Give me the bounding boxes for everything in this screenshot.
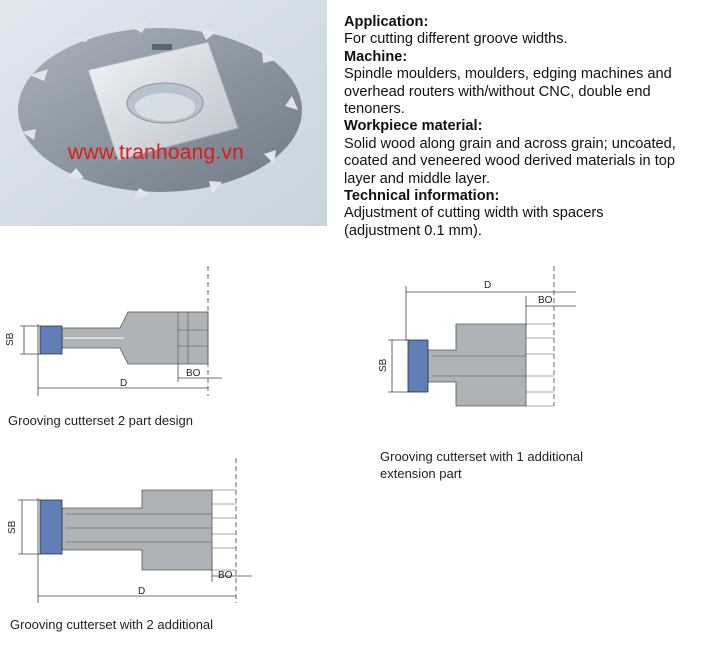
logo-mark: [152, 44, 172, 50]
label-d: D: [120, 378, 127, 389]
caption-one-extension-line2: extension part: [380, 466, 462, 481]
spec-application: Application: For cutting different groov…: [344, 14, 706, 49]
spec-text: Adjustment of cutting width with spacers…: [344, 205, 604, 239]
label-bo: BO: [186, 368, 201, 379]
caption-one-extension-line1: Grooving cutterset with 1 additional: [380, 449, 584, 464]
label-sb: SB: [7, 520, 18, 534]
cutterset-photo: [0, 0, 327, 226]
spec-heading: Application:: [344, 14, 429, 30]
caption-two-part: Grooving cutterset 2 part design: [8, 413, 193, 428]
spec-technical: Technical information: Adjustment of cut…: [344, 188, 706, 240]
label-d: D: [138, 586, 145, 597]
label-bo: BO: [218, 570, 233, 581]
specifications: Application: For cutting different groov…: [344, 14, 706, 240]
caption-two-extension: Grooving cutterset with 2 additional: [10, 617, 214, 632]
label-bo: BO: [538, 295, 553, 306]
spec-heading: Workpiece material:: [344, 118, 483, 135]
spec-machine: Machine: Spindle moulders, moulders, edg…: [344, 49, 706, 119]
diagram-two-extension: SB D BO: [0, 458, 270, 612]
spec-heading: Machine:: [344, 48, 408, 65]
blue-body: [39, 325, 63, 355]
label-d: D: [484, 280, 491, 291]
diagram-two-part: SB D BO: [0, 266, 240, 405]
blue-body: [407, 339, 429, 393]
blue-body: [39, 499, 63, 555]
spec-text: Solid wood along grain and across grain;…: [344, 135, 676, 187]
spec-heading: Technical information:: [344, 188, 500, 205]
label-sb: SB: [378, 358, 389, 372]
watermark-url: www.tranhoang.vn: [68, 141, 244, 164]
spec-text: Spindle moulders, moulders, edging machi…: [344, 66, 672, 118]
diagram-one-extension: SB D BO: [376, 266, 586, 420]
label-sb: SB: [5, 332, 16, 346]
spec-workpiece: Workpiece material: Solid wood along gra…: [344, 118, 706, 188]
spec-text: For cutting different groove widths.: [344, 31, 568, 48]
